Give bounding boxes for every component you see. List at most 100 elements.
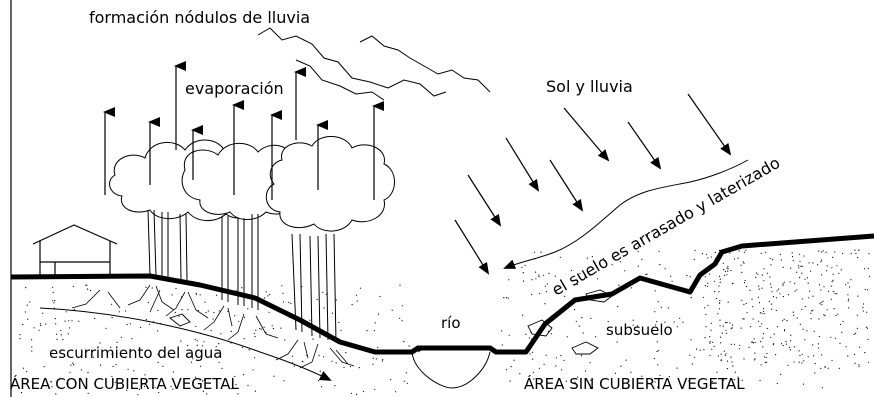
stipple-dot	[849, 286, 851, 288]
stipple-dot	[265, 291, 267, 293]
stipple-dot	[595, 336, 597, 338]
stipple-dot	[667, 307, 669, 309]
stipple-dot	[763, 356, 766, 358]
stipple-dot	[773, 343, 775, 345]
stipple-dot	[126, 323, 128, 326]
label-soil-leached: el suelo es arrasado y laterizado	[549, 153, 784, 299]
stipple-dot	[812, 309, 814, 311]
stipple-dot	[345, 352, 347, 354]
stipple-dot	[776, 290, 778, 292]
stipple-dot	[713, 280, 716, 282]
stipple-dot	[42, 312, 44, 314]
stipple-dot	[509, 380, 511, 382]
stipple-dot	[175, 287, 177, 290]
stipple-dot	[86, 284, 88, 286]
stipple-dot	[154, 386, 156, 388]
stipple-dot	[174, 311, 176, 314]
stipple-dot	[862, 303, 865, 305]
stipple-dot	[817, 264, 819, 266]
stipple-dot	[351, 304, 353, 306]
stipple-dot	[798, 265, 800, 267]
stipple-dot	[180, 296, 182, 298]
stipple-dot	[70, 364, 72, 366]
stipple-dot	[195, 293, 198, 296]
stipple-dot	[116, 341, 118, 343]
stipple-dot	[660, 306, 662, 308]
stipple-dot	[727, 301, 729, 303]
stipple-dot	[718, 378, 720, 380]
stipple-dot	[366, 330, 368, 332]
stipple-dot	[858, 365, 860, 367]
stipple-dot	[531, 351, 533, 353]
stipple-dot	[100, 364, 102, 366]
stipple-dot	[69, 371, 71, 373]
stipple-dot	[203, 379, 205, 381]
stipple-dot	[192, 358, 194, 360]
stipple-dot	[543, 274, 545, 276]
stipple-dot	[194, 338, 196, 341]
stipple-dot	[178, 315, 180, 317]
stipple-dot	[723, 269, 725, 271]
stipple-dot	[125, 310, 127, 312]
cloud-outline-left	[257, 27, 447, 97]
stipple-dot	[624, 270, 626, 272]
stipple-dot	[22, 324, 24, 326]
stipple-dot	[577, 376, 579, 378]
stipple-dot	[539, 292, 541, 295]
stipple-dot	[596, 266, 598, 268]
stipple-dot	[864, 352, 866, 354]
stipple-dot	[787, 364, 789, 366]
stipple-dot	[401, 305, 403, 307]
stipple-dot	[713, 345, 715, 347]
stipple-dot	[831, 280, 833, 283]
stipple-dot	[825, 270, 828, 272]
stipple-dot	[862, 307, 864, 309]
stipple-dot	[762, 346, 764, 348]
stipple-dot	[733, 379, 735, 381]
rain-arrow	[563, 107, 610, 162]
stipple-dot	[217, 290, 219, 292]
stipple-dot	[791, 256, 794, 258]
stipple-dot	[837, 313, 839, 315]
stipple-dot	[866, 311, 868, 313]
stipple-dot	[589, 387, 591, 389]
stipple-dot	[323, 307, 325, 309]
stipple-dot	[830, 298, 832, 300]
stipple-dot	[254, 357, 256, 359]
stipple-dot	[589, 274, 591, 276]
stipple-dot	[752, 306, 754, 308]
stipple-dot	[709, 384, 711, 386]
stipple-dot	[813, 330, 815, 332]
stipple-dot	[72, 362, 74, 364]
stipple-dot	[243, 338, 245, 340]
stipple-dot	[204, 301, 206, 303]
stipple-dot	[158, 391, 160, 394]
stipple-dot	[501, 344, 503, 346]
stipple-dot	[574, 309, 576, 311]
stipple-dot	[301, 360, 303, 362]
stipple-dot	[859, 346, 861, 348]
stipple-dot	[744, 279, 746, 282]
stipple-dot	[766, 327, 768, 330]
stipple-dot	[524, 264, 526, 266]
stipple-dot	[729, 252, 731, 254]
stipple-dot	[133, 370, 135, 372]
stipple-dot	[806, 277, 809, 279]
stipple-dot	[743, 262, 745, 264]
stipple-dot	[110, 346, 112, 348]
stipple-dot	[790, 267, 792, 269]
stipple-dot	[244, 316, 246, 319]
stipple-dot	[129, 323, 131, 325]
stipple-dot	[268, 311, 270, 313]
stipple-dot	[340, 329, 342, 331]
stipple-dot	[740, 327, 742, 329]
stipple-dot	[659, 264, 661, 266]
stipple-dot	[819, 303, 821, 305]
leaching-arrow	[503, 159, 749, 269]
stipple-dot	[196, 344, 198, 346]
stipple-dot	[581, 317, 583, 319]
stipple-dot	[611, 264, 613, 266]
stipple-dot	[559, 256, 561, 258]
stipple-dot	[798, 361, 800, 363]
stipple-dot	[114, 381, 117, 383]
